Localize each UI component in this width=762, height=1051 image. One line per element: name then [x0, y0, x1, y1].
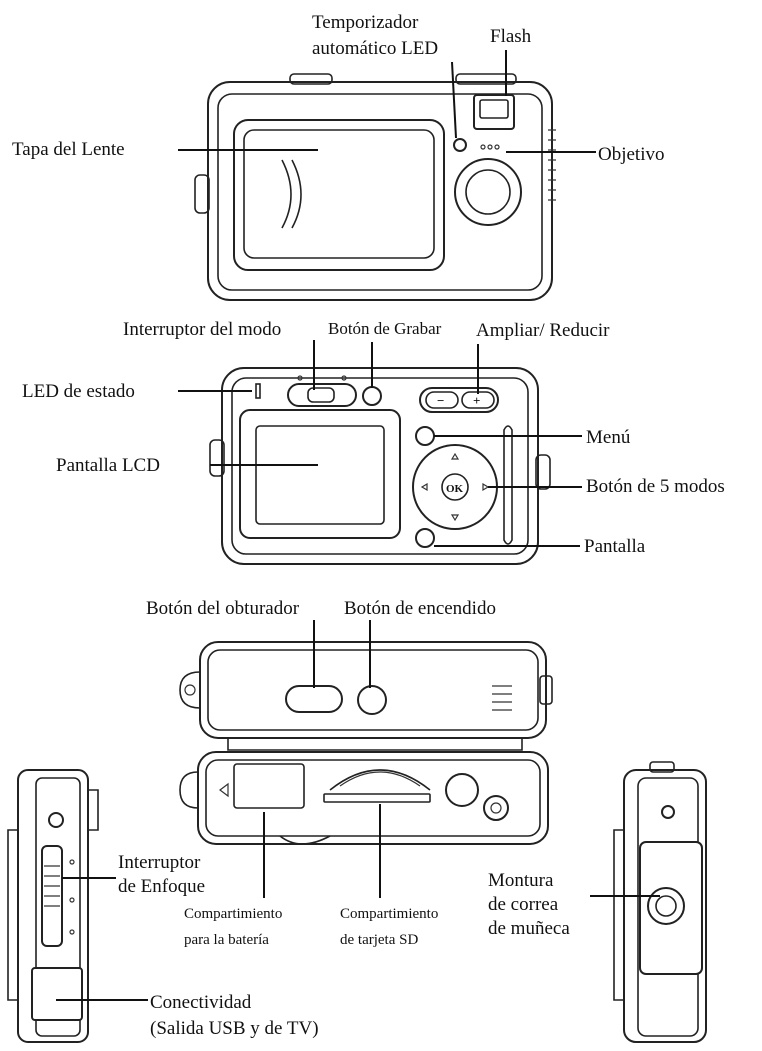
connector-door — [31, 967, 83, 1021]
wrist-strap-mount — [639, 841, 703, 975]
status-led — [255, 383, 261, 399]
label-strap-2: de correa — [488, 894, 559, 915]
lcd-screen — [239, 409, 401, 539]
label-zoom: Ampliar/ Reducir — [476, 320, 610, 341]
label-mode-switch: Interruptor del modo — [123, 319, 281, 340]
label-strap-3: de muñeca — [488, 918, 570, 939]
power-button[interactable] — [357, 685, 387, 715]
lens — [454, 158, 522, 226]
label-connectivity-1: Conectividad — [150, 992, 252, 1013]
label-focus-switch-2: de Enfoque — [118, 876, 205, 897]
display-button[interactable] — [415, 528, 435, 548]
label-strap-1: Montura — [488, 870, 554, 891]
zoom-out-button[interactable]: − — [437, 393, 444, 408]
five-way-pad[interactable]: OK — [412, 444, 498, 530]
label-sd-2: de tarjeta SD — [340, 932, 418, 948]
camera-bottom-view — [179, 751, 549, 845]
ok-button[interactable]: OK — [446, 483, 464, 495]
tripod-socket — [445, 773, 479, 807]
lens-cover — [233, 119, 445, 271]
zoom-in-button[interactable]: + — [473, 393, 480, 408]
label-lcd-screen: Pantalla LCD — [56, 455, 160, 476]
zoom-buttons[interactable]: − + — [419, 387, 499, 413]
label-power-button: Botón de encendido — [344, 598, 496, 619]
camera-left-side-view — [7, 769, 99, 1043]
label-timer-led-2: automático LED — [312, 38, 438, 59]
label-timer-led-1: Temporizador — [312, 12, 419, 33]
label-display: Pantalla — [584, 536, 646, 557]
label-record-button: Botón de Grabar — [328, 319, 442, 338]
label-focus-switch-1: Interruptor — [118, 852, 201, 873]
focus-switch[interactable] — [41, 845, 75, 947]
sd-card-slot — [323, 769, 431, 803]
camera-front-view — [194, 73, 556, 301]
camera-right-side-view — [613, 761, 707, 1043]
camera-back-view: − + OK — [209, 367, 551, 565]
label-connectivity-2: (Salida USB y de TV) — [150, 1018, 319, 1039]
camera-top-view — [179, 641, 553, 751]
label-status-led: LED de estado — [22, 381, 135, 402]
label-five-way-button: Botón de 5 modos — [586, 476, 725, 497]
label-flash: Flash — [490, 26, 532, 47]
menu-button[interactable] — [415, 426, 435, 446]
label-battery-1: Compartimiento — [184, 906, 282, 922]
label-battery-2: para la batería — [184, 932, 269, 948]
flash-window — [473, 94, 515, 130]
record-button[interactable] — [362, 386, 382, 406]
shutter-button[interactable] — [285, 685, 343, 713]
battery-compartment — [219, 763, 305, 809]
label-shutter-button: Botón del obturador — [146, 598, 300, 619]
label-lens: Objetivo — [598, 144, 665, 165]
label-lens-cover: Tapa del Lente — [12, 139, 125, 160]
self-timer-led — [453, 138, 467, 152]
mode-switch[interactable] — [287, 375, 357, 407]
label-menu: Menú — [586, 427, 631, 448]
label-sd-1: Compartimiento — [340, 906, 438, 922]
